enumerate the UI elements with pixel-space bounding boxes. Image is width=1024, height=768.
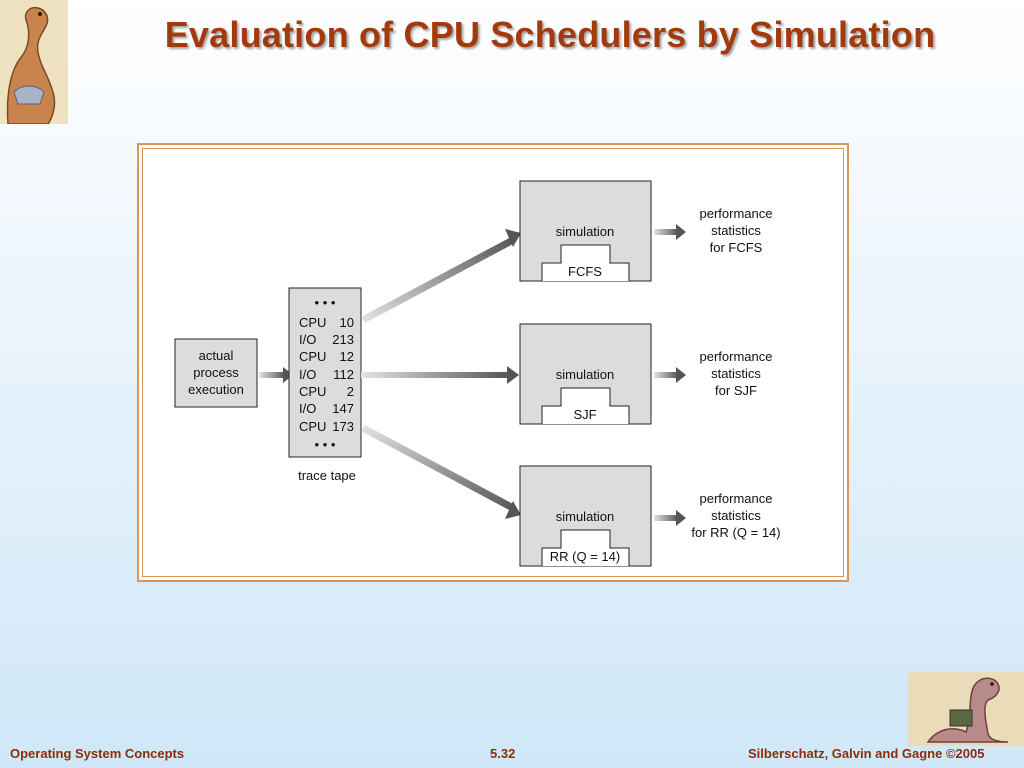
tape-entry: CPU 10 [299,315,354,330]
simulation-box-fcfs: simulation FCFS [519,180,652,282]
svg-text:statistics: statistics [711,508,761,523]
svg-text:performance: performance [700,206,773,221]
svg-text:12: 12 [340,349,354,364]
svg-text:I/O: I/O [299,401,316,416]
simulation-label: simulation [556,367,615,382]
input-line-2: process [193,365,239,380]
scheduler-label: SJF [573,407,596,422]
arrow-tape-to-sjf [361,366,519,384]
svg-text:statistics: statistics [711,223,761,238]
svg-text:performance: performance [700,491,773,506]
svg-text:I/O: I/O [299,332,316,347]
slide-title: Evaluation of CPU Schedulers by Simulati… [164,14,936,55]
arrow-to-stats-fcfs [654,224,686,240]
svg-text:performance: performance [700,349,773,364]
simulation-label: simulation [556,224,615,239]
svg-text:CPU: CPU [299,315,326,330]
svg-text:147: 147 [332,401,354,416]
svg-text:2: 2 [347,384,354,399]
svg-text:CPU: CPU [299,384,326,399]
tape-entry: I/O 147 [299,401,354,416]
tape-dots-top: • • • [315,295,336,310]
simulation-box-sjf: simulation SJF [519,323,652,425]
svg-text:for RR (Q = 14): for RR (Q = 14) [691,525,780,540]
tape-entry: CPU 12 [299,349,354,364]
svg-text:for FCFS: for FCFS [710,240,763,255]
footer-copyright: Silberschatz, Galvin and Gagne ©2005 [748,746,985,761]
arrow-tape-to-rr [361,425,521,519]
footer-slide-number: 5.32 [490,746,516,761]
svg-text:statistics: statistics [711,366,761,381]
svg-text:112: 112 [333,367,354,382]
stats-rr: performance statistics for RR (Q = 14) [691,491,780,540]
scheduler-label: FCFS [568,264,602,279]
input-line-3: execution [188,382,244,397]
arrow-to-stats-sjf [654,367,686,383]
arrow-input-to-tape [259,367,293,383]
stats-fcfs: performance statistics for FCFS [700,206,773,255]
arrow-tape-to-fcfs [361,229,521,323]
tape-entry: CPU 2 [299,384,354,399]
dinosaur-logo-top [0,0,68,125]
trace-tape-caption: trace tape [298,468,356,483]
svg-text:173: 173 [332,419,354,434]
simulation-diagram: actual process execution • • • CPU 10 I/… [137,143,849,582]
svg-text:CPU: CPU [299,419,326,434]
input-line-1: actual [199,348,234,363]
tape-entry: CPU 173 [299,419,354,434]
svg-text:for SJF: for SJF [715,383,757,398]
actual-process-execution-box: actual process execution [174,338,258,408]
tape-dots-bottom: • • • [315,437,336,452]
arrow-to-stats-rr [654,510,686,526]
svg-text:CPU: CPU [299,349,326,364]
trace-tape-box: • • • CPU 10 I/O 213 CPU 12 I/O 112 CPU … [288,287,362,458]
tape-entry: I/O 213 [299,332,354,347]
dinosaur-logo-bottom [908,672,1024,746]
svg-text:10: 10 [340,315,354,330]
svg-text:213: 213 [332,332,354,347]
svg-text:I/O: I/O [299,367,316,382]
footer-course-name: Operating System Concepts [10,746,185,761]
simulation-label: simulation [556,509,615,524]
stats-sjf: performance statistics for SJF [700,349,773,398]
simulation-box-rr: simulation RR (Q = 14) [519,465,652,567]
scheduler-label: RR (Q = 14) [550,549,620,564]
tape-entry: I/O 112 [299,367,354,382]
